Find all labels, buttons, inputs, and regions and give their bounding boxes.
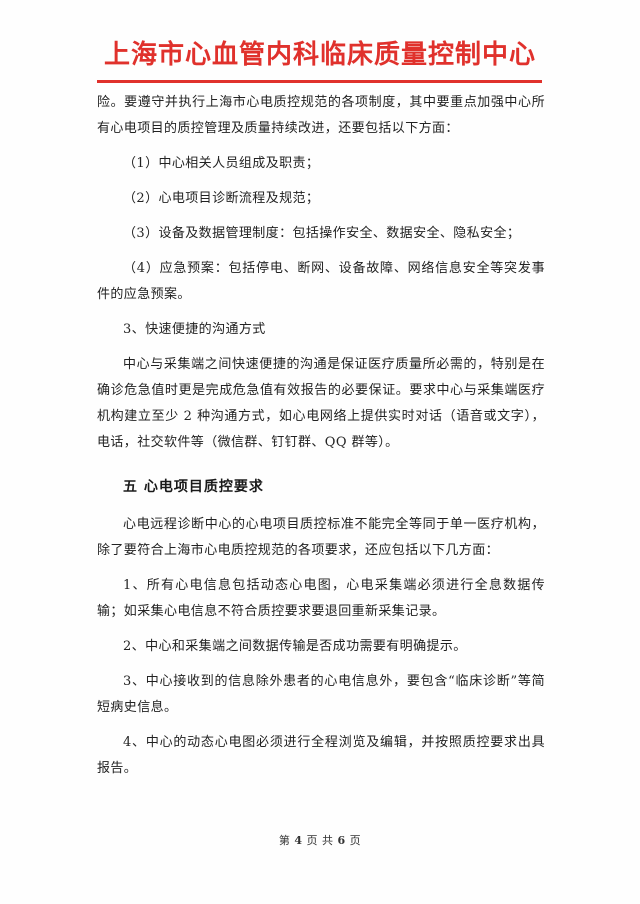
page-footer: 第 4 页 共 6 页: [0, 832, 640, 848]
requirement-1: 1、所有心电信息包括动态心电图，心电采集端必须进行全息数据传输；如采集心电信息不…: [97, 578, 545, 619]
header-divider: [97, 80, 542, 83]
document-body: 险。要遵守并执行上海市心电质控规范的各项制度，其中要重点加强中心所有心电项目的质…: [97, 90, 545, 791]
paragraph-requirements-intro: 心电远程诊断中心的心电项目质控标准不能完全等同于单一医疗机构，除了要符合上海市心…: [97, 517, 545, 558]
footer-suffix: 页: [349, 834, 362, 847]
paragraph-continuation: 险。要遵守并执行上海市心电质控规范的各项制度，其中要重点加强中心所有心电项目的质…: [97, 95, 545, 136]
section-heading: 五 心电项目质控要求: [123, 479, 264, 495]
list-item-4: （4）应急预案：包括停电、断网、设备故障、网络信息安全等突发事件的应急预案。: [97, 261, 545, 302]
subheading-communication: 3、快速便捷的沟通方式: [123, 322, 266, 337]
footer-prefix: 第: [278, 834, 291, 847]
list-item-3: （3）设备及数据管理制度：包括操作安全、数据安全、隐私安全；: [123, 226, 521, 241]
requirement-3: 3、中心接收到的信息除外患者的心电信息外，要包含“临床诊断”等简短病史信息。: [97, 674, 545, 715]
footer-page-number: 4: [294, 834, 303, 847]
footer-total-pages: 6: [337, 834, 346, 847]
list-item-1: （1）中心相关人员组成及职责；: [123, 156, 320, 171]
requirement-2: 2、中心和采集端之间数据传输是否成功需要有明确提示。: [123, 639, 467, 654]
paragraph-communication: 中心与采集端之间快速便捷的沟通是保证医疗质量所必需的，特别是在确诊危急值时更是完…: [97, 357, 545, 450]
footer-middle: 页 共: [306, 834, 334, 847]
page-header-title: 上海市心血管内科临床质量控制中心: [103, 40, 536, 70]
requirement-4: 4、中心的动态心电图必须进行全程浏览及编辑，并按照质控要求出具报告。: [97, 735, 545, 776]
list-item-2: （2）心电项目诊断流程及规范；: [123, 191, 320, 206]
